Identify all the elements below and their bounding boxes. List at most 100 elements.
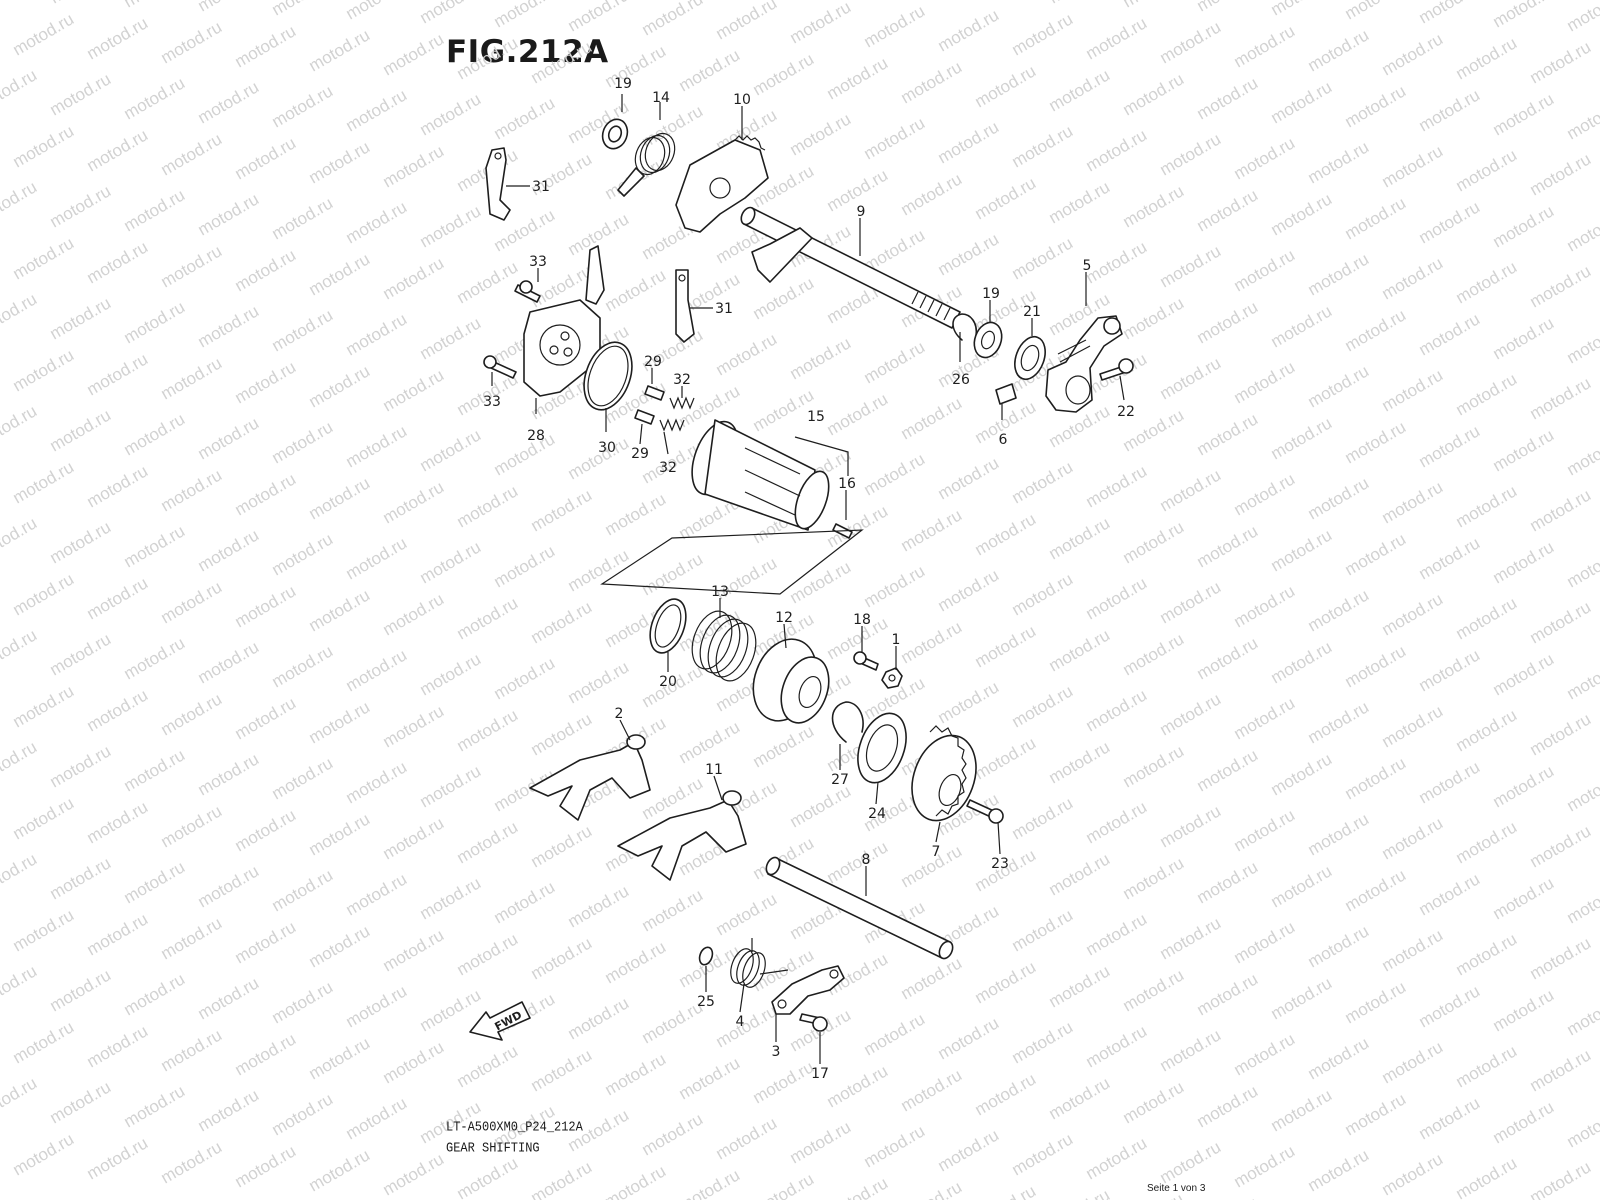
watermark-text: motod.ru bbox=[269, 305, 337, 355]
watermark-text: motod.ru bbox=[47, 853, 115, 903]
watermark-text: motod.ru bbox=[269, 865, 337, 915]
watermark-text: motod.ru bbox=[1046, 513, 1114, 563]
watermark-text: motod.ru bbox=[1157, 801, 1225, 851]
watermark-text: motod.ru bbox=[1490, 985, 1558, 1035]
watermark-text: motod.ru bbox=[1490, 0, 1558, 31]
watermark-text: motod.ru bbox=[269, 977, 337, 1027]
watermark-text: motod.ru bbox=[1527, 821, 1595, 871]
watermark-text: motod.ru bbox=[1046, 1073, 1114, 1123]
watermark-text: motod.ru bbox=[602, 1161, 670, 1200]
watermark-text: motod.ru bbox=[1453, 369, 1521, 419]
watermark-text: motod.ru bbox=[1157, 17, 1225, 67]
watermark-text: motod.ru bbox=[1416, 0, 1484, 27]
part-32-springs bbox=[659, 396, 695, 432]
watermark-text: motod.ru bbox=[861, 1, 929, 51]
watermark-text: motod.ru bbox=[1527, 709, 1595, 759]
watermark-text: motod.ru bbox=[195, 189, 263, 239]
watermark-text: motod.ru bbox=[269, 81, 337, 131]
watermark-text: motod.ru bbox=[1268, 637, 1336, 687]
watermark-text: motod.ru bbox=[10, 345, 78, 395]
watermark-text: motod.ru bbox=[528, 597, 596, 647]
part-23-bolt bbox=[966, 799, 1004, 824]
watermark-text: motod.ru bbox=[417, 649, 485, 699]
watermark-text: motod.ru bbox=[1305, 137, 1373, 187]
watermark-text: motod.ru bbox=[935, 5, 1003, 55]
callout-3: 3 bbox=[772, 1044, 781, 1060]
watermark-text: motod.ru bbox=[417, 761, 485, 811]
watermark-text: motod.ru bbox=[343, 1093, 411, 1143]
watermark-text: motod.ru bbox=[1194, 409, 1262, 459]
watermark-text: motod.ru bbox=[639, 885, 707, 935]
watermark-text: motod.ru bbox=[565, 993, 633, 1043]
watermark-text: motod.ru bbox=[1564, 317, 1600, 367]
watermark-text: motod.ru bbox=[1342, 753, 1410, 803]
watermark-text: motod.ru bbox=[1342, 865, 1410, 915]
watermark-text: motod.ru bbox=[1157, 913, 1225, 963]
watermark-text: motod.ru bbox=[898, 169, 966, 219]
watermark-text: motod.ru bbox=[0, 453, 3, 503]
watermark-text: motod.ru bbox=[380, 701, 448, 751]
watermark-text: motod.ru bbox=[1120, 293, 1188, 343]
watermark-text: motod.ru bbox=[898, 1065, 966, 1115]
watermark-text: motod.ru bbox=[84, 573, 152, 623]
watermark-text: motod.ru bbox=[343, 533, 411, 583]
callout-7: 7 bbox=[932, 844, 941, 860]
watermark-text: motod.ru bbox=[1046, 849, 1114, 899]
part-11-shift-fork bbox=[617, 790, 747, 881]
watermark-text: motod.ru bbox=[454, 929, 522, 979]
watermark-text: motod.ru bbox=[417, 537, 485, 587]
part-1-nut bbox=[881, 667, 903, 689]
watermark-text: motod.ru bbox=[1046, 961, 1114, 1011]
watermark-text: motod.ru bbox=[380, 365, 448, 415]
part-30-o-ring bbox=[583, 341, 633, 411]
cam-assembly-outline bbox=[600, 529, 864, 595]
watermark-text: motod.ru bbox=[158, 129, 226, 179]
watermark-text: motod.ru bbox=[639, 549, 707, 599]
watermark-text: motod.ru bbox=[972, 1181, 1040, 1200]
watermark-text: motod.ru bbox=[528, 1157, 596, 1200]
watermark-text: motod.ru bbox=[269, 0, 337, 19]
part-14-return-spring bbox=[617, 132, 676, 197]
watermark-text: motod.ru bbox=[158, 465, 226, 515]
watermark-text: motod.ru bbox=[84, 349, 152, 399]
callout-4: 4 bbox=[736, 1014, 745, 1030]
watermark-text: motod.ru bbox=[1416, 533, 1484, 583]
watermark-text: motod.ru bbox=[787, 333, 855, 383]
watermark-text: motod.ru bbox=[1231, 581, 1299, 631]
watermark-text: motod.ru bbox=[1009, 681, 1077, 731]
watermark-text: motod.ru bbox=[935, 565, 1003, 615]
watermark-text: motod.ru bbox=[232, 1029, 300, 1079]
watermark-text: motod.ru bbox=[1268, 861, 1336, 911]
watermark-text: motod.ru bbox=[380, 813, 448, 863]
watermark-text: motod.ru bbox=[1527, 597, 1595, 647]
watermark-text: motod.ru bbox=[1194, 73, 1262, 123]
watermark-text: motod.ru bbox=[195, 77, 263, 127]
watermark-text: motod.ru bbox=[417, 425, 485, 475]
watermark-text: motod.ru bbox=[1120, 0, 1188, 11]
watermark-text: motod.ru bbox=[0, 341, 3, 391]
watermark-text: motod.ru bbox=[1231, 805, 1299, 855]
watermark-text: motod.ru bbox=[1564, 765, 1600, 815]
part-25-washer bbox=[698, 946, 714, 966]
watermark-text: motod.ru bbox=[380, 141, 448, 191]
page-counter: Seite 1 von 3 bbox=[1147, 1183, 1206, 1194]
watermark-text: motod.ru bbox=[1490, 649, 1558, 699]
watermark-text: motod.ru bbox=[343, 757, 411, 807]
watermark-text: motod.ru bbox=[1157, 577, 1225, 627]
watermark-text: motod.ru bbox=[195, 973, 263, 1023]
watermark-text: motod.ru bbox=[121, 185, 189, 235]
watermark-text: motod.ru bbox=[84, 909, 152, 959]
part-7-gear bbox=[911, 725, 977, 822]
watermark-text: motod.ru bbox=[1083, 685, 1151, 735]
watermark-text: motod.ru bbox=[1083, 1133, 1151, 1183]
watermark-text: motod.ru bbox=[639, 997, 707, 1047]
callout-1: 1 bbox=[892, 632, 901, 648]
watermark-text: motod.ru bbox=[306, 809, 374, 859]
part-2-shift-fork bbox=[529, 734, 651, 821]
watermark-text: motod.ru bbox=[1268, 525, 1336, 575]
watermark-text: motod.ru bbox=[787, 781, 855, 831]
watermark-text: motod.ru bbox=[935, 677, 1003, 727]
watermark-text: motod.ru bbox=[1342, 0, 1410, 23]
watermark-text: motod.ru bbox=[417, 873, 485, 923]
